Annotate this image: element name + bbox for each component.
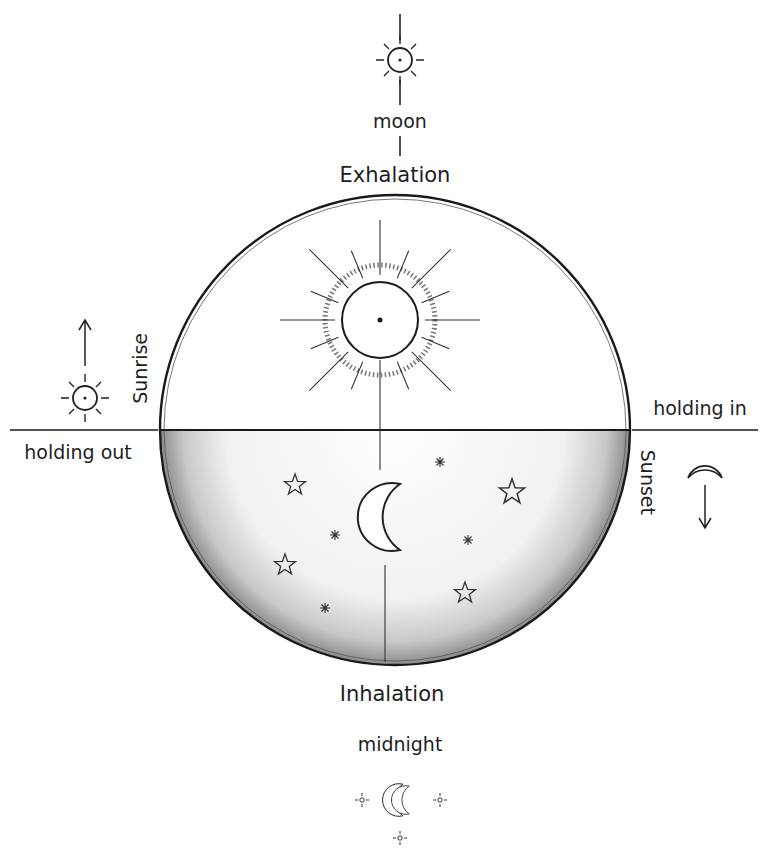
sunset-marker bbox=[632, 430, 758, 528]
phase-label: holding in bbox=[653, 397, 747, 420]
heading-label: midnight bbox=[358, 733, 443, 756]
crescent-moon bbox=[358, 483, 400, 551]
midnight-marker bbox=[355, 784, 447, 845]
phase-label: Inhalation bbox=[340, 682, 445, 707]
horizon-line bbox=[160, 429, 630, 431]
crescent-moon bbox=[391, 786, 409, 815]
sun-disc bbox=[342, 282, 418, 358]
star bbox=[320, 603, 330, 613]
star bbox=[355, 793, 369, 807]
heading-label: moon bbox=[373, 110, 427, 133]
phase-label: Exhalation bbox=[340, 163, 451, 188]
circle-outline bbox=[160, 195, 630, 665]
star bbox=[330, 530, 340, 540]
star bbox=[455, 582, 476, 602]
axis-line bbox=[399, 14, 401, 156]
star bbox=[275, 554, 296, 574]
horizon-line bbox=[632, 429, 758, 431]
day-night-circle bbox=[160, 195, 630, 665]
top-sun bbox=[376, 14, 424, 156]
up-arrow bbox=[79, 320, 91, 366]
star bbox=[463, 535, 473, 545]
sun-centre bbox=[378, 318, 383, 323]
crescent-moon bbox=[688, 466, 722, 478]
star bbox=[393, 831, 407, 845]
night-sky bbox=[275, 457, 525, 613]
sun-symbol bbox=[376, 36, 424, 84]
star bbox=[285, 474, 306, 494]
star bbox=[435, 457, 445, 467]
sun-symbol bbox=[61, 374, 109, 422]
phase-label: Sunrise bbox=[129, 333, 152, 404]
big-sun bbox=[280, 220, 480, 662]
sunrise-marker bbox=[10, 320, 158, 430]
star bbox=[499, 479, 524, 503]
phase-label: holding out bbox=[24, 441, 132, 464]
night-half bbox=[160, 430, 630, 665]
down-arrow bbox=[699, 485, 711, 528]
star bbox=[433, 793, 447, 807]
horizon-line bbox=[10, 429, 158, 431]
phase-label: Sunset bbox=[637, 449, 660, 514]
